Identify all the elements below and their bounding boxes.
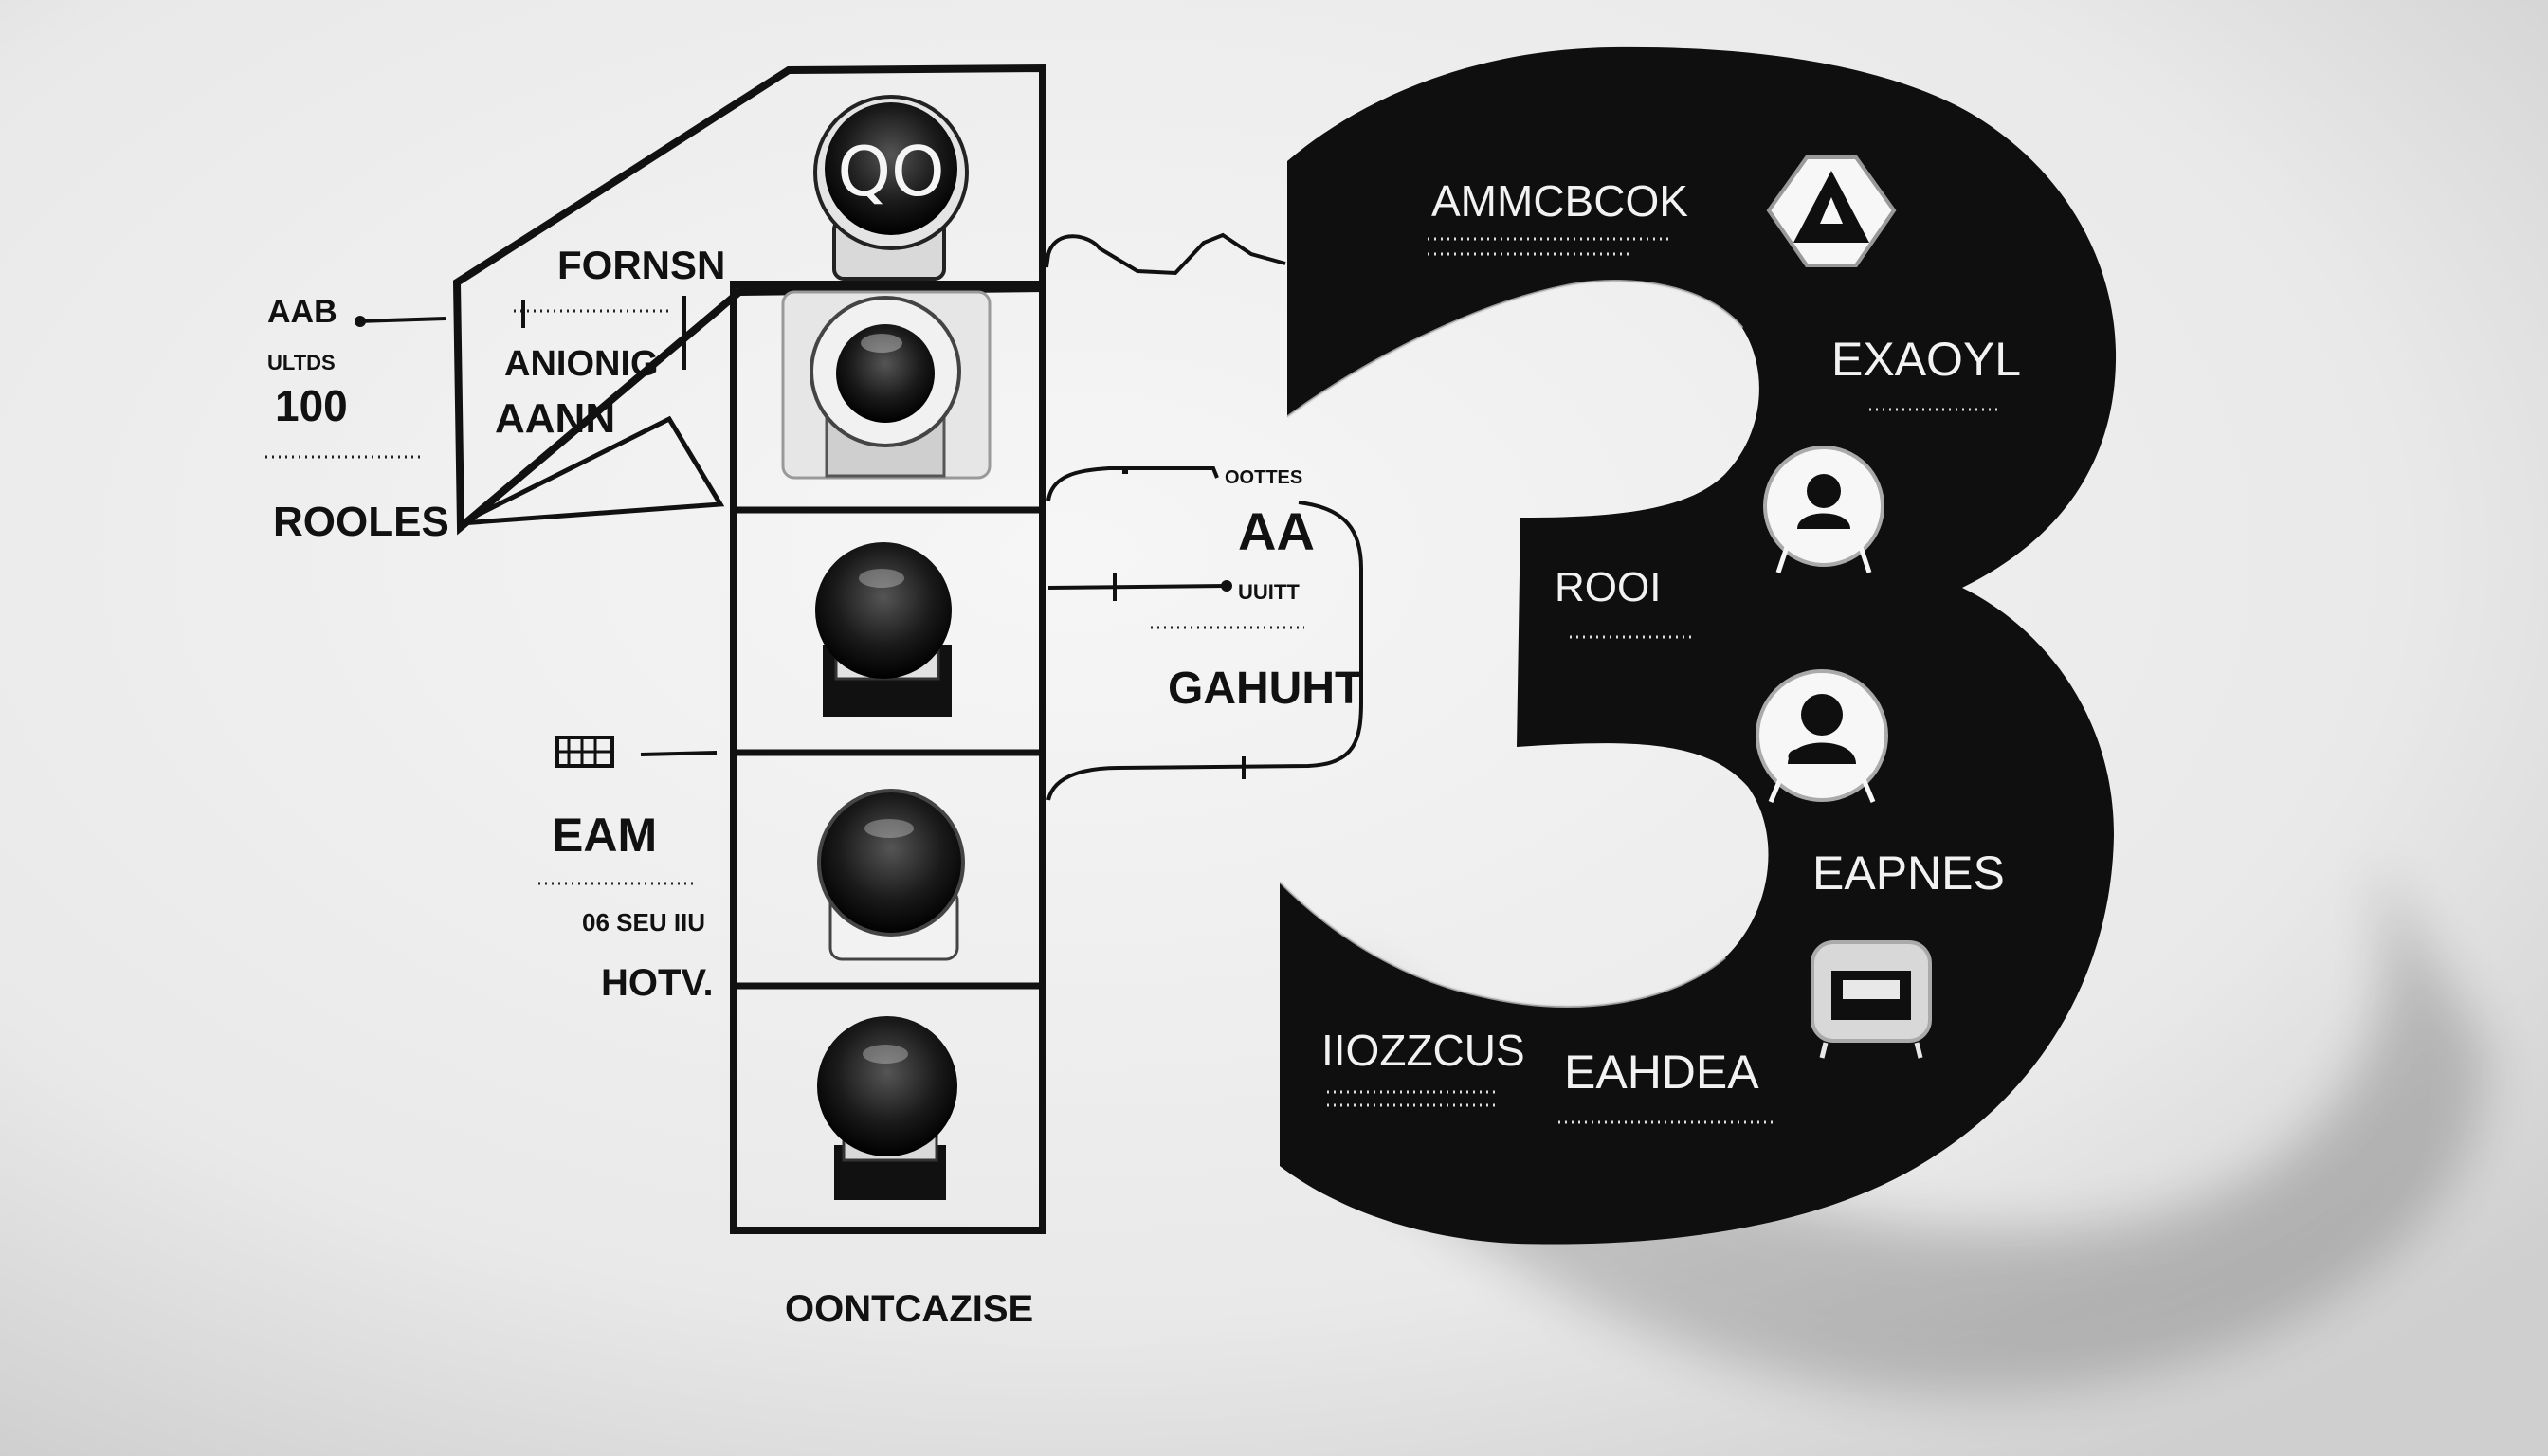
middle-label-1: OOTTES: [1225, 467, 1302, 488]
middle-annotation: OOTTES AA UUITT GAHUHT: [1151, 467, 1362, 714]
left-label-2: ULTDS: [267, 351, 336, 374]
one-header-line-2: ANIONIG: [504, 344, 659, 384]
knob-3: [817, 789, 965, 961]
left-label-5: EAM: [552, 809, 657, 862]
screen-icon: [1811, 940, 1932, 1059]
left-annotation-bottom: EAM 06 SEU IIU HOTV.: [538, 736, 718, 1004]
one-header-line-3: AANN: [495, 395, 615, 442]
middle-connectors: [1045, 232, 1363, 801]
three-label-middle: ROOI: [1555, 564, 1661, 610]
three-label-bottom-mid: EAHDEA: [1564, 1046, 1759, 1099]
number-three-figure: AMMCBCOK EXAOYL ROOI EAPNES IIOZZCUS EAH…: [1278, 46, 2485, 1394]
left-label-6: 06 SEU IIU: [582, 908, 705, 937]
knob-4: [817, 1016, 957, 1200]
grid-icon: [555, 736, 614, 768]
person-icon-2: [1756, 669, 1888, 803]
knob-0: QO: [813, 95, 969, 281]
bottom-caption: OONTCAZISE: [785, 1288, 1033, 1330]
one-stem: [730, 281, 1046, 1234]
left-annotation-top: AAB ULTDS 100 ROOLES: [265, 294, 449, 545]
middle-label-4: GAHUHT: [1168, 664, 1362, 714]
three-label-right-lower: EAPNES: [1812, 846, 2005, 900]
knob-0-label: QO: [837, 132, 944, 211]
person-icon: [1763, 446, 1884, 573]
number-one-figure: FORNSN ANIONIG AANN QO: [452, 64, 1046, 1330]
one-header-line-1: FORNSN: [557, 243, 725, 287]
left-label-1: AAB: [267, 294, 337, 330]
three-label-top: AMMCBCOK: [1431, 176, 1688, 226]
knob-2: [815, 542, 952, 717]
middle-label-2: AA: [1238, 501, 1315, 561]
left-label-7: HOTV.: [601, 962, 714, 1004]
knob-1: [781, 290, 992, 480]
middle-label-3: UUITT: [1238, 580, 1300, 604]
left-label-3: 100: [275, 381, 348, 430]
left-label-4: ROOLES: [273, 499, 449, 545]
triangle-icon: [1766, 155, 1897, 267]
three-label-bottom-left: IIOZZCUS: [1321, 1026, 1525, 1075]
three-label-right-upper: EXAOYL: [1831, 333, 2021, 386]
